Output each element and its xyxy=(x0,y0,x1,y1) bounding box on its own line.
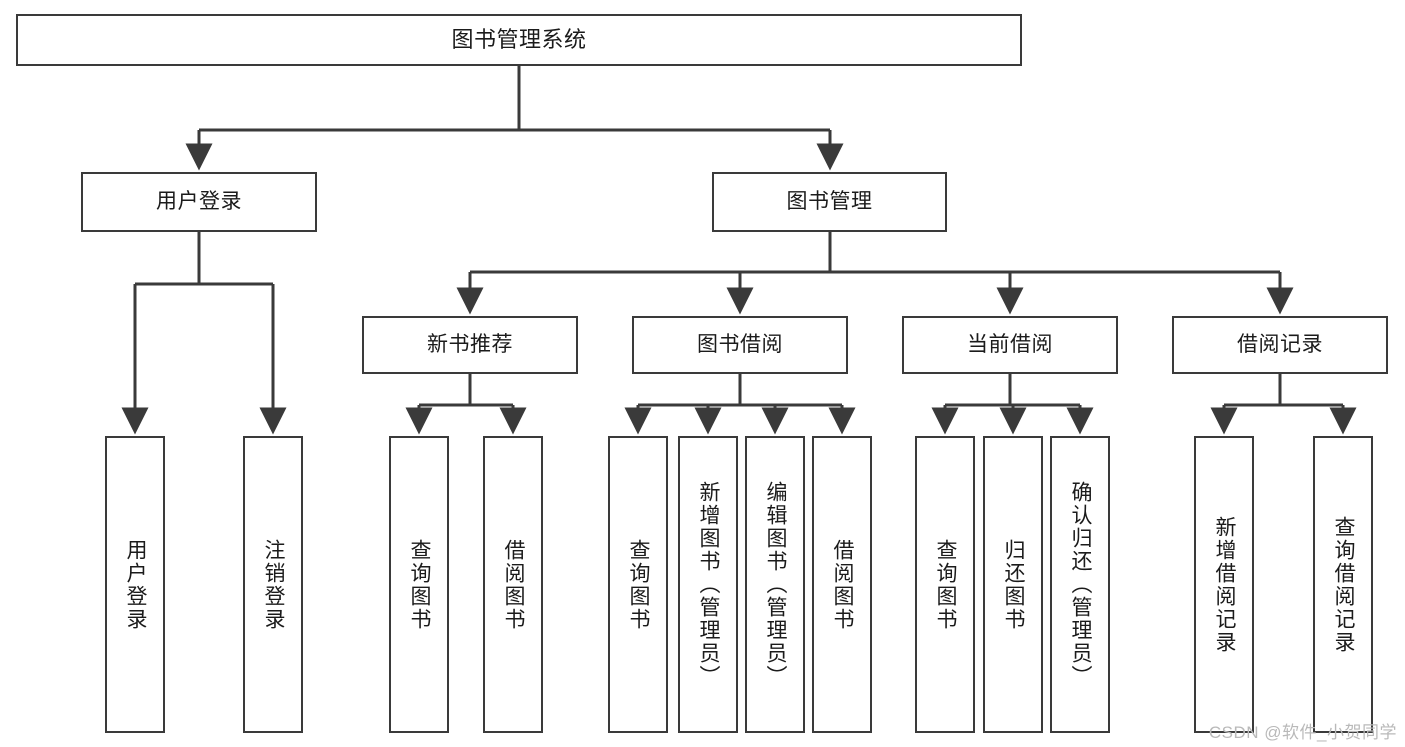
node-new-book-recommend[interactable]: 新书推荐 xyxy=(362,316,578,374)
node-leaf-edit-book-label: 编辑图书（管理员） xyxy=(764,481,788,688)
node-root[interactable]: 图书管理系统 xyxy=(16,14,1022,66)
node-user-login[interactable]: 用户登录 xyxy=(81,172,317,232)
node-leaf-user-logout[interactable]: 注销登录 xyxy=(243,436,303,733)
node-leaf-add-book-label: 新增图书（管理员） xyxy=(697,481,721,688)
node-leaf-query-record-label: 查询借阅记录 xyxy=(1332,515,1356,654)
node-book-borrow[interactable]: 图书借阅 xyxy=(632,316,848,374)
node-leaf-edit-book[interactable]: 编辑图书（管理员） xyxy=(745,436,805,733)
node-leaf-borrow-book[interactable]: 借阅图书 xyxy=(812,436,872,733)
node-book-manage[interactable]: 图书管理 xyxy=(712,172,947,232)
node-leaf-query-book-rec-label: 查询图书 xyxy=(408,538,432,631)
node-root-label: 图书管理系统 xyxy=(451,26,587,52)
node-leaf-user-login-label: 用户登录 xyxy=(124,538,148,631)
node-leaf-confirm-return[interactable]: 确认归还（管理员） xyxy=(1050,436,1110,733)
node-borrow-record-label: 借阅记录 xyxy=(1237,333,1323,357)
node-leaf-query-book-rec[interactable]: 查询图书 xyxy=(389,436,449,733)
node-leaf-query-book-borrow[interactable]: 查询图书 xyxy=(608,436,668,733)
node-current-borrow-label: 当前借阅 xyxy=(967,333,1053,357)
node-current-borrow[interactable]: 当前借阅 xyxy=(902,316,1118,374)
node-leaf-user-login[interactable]: 用户登录 xyxy=(105,436,165,733)
node-leaf-query-book-current[interactable]: 查询图书 xyxy=(915,436,975,733)
node-new-book-recommend-label: 新书推荐 xyxy=(427,333,513,357)
node-leaf-borrow-book-label: 借阅图书 xyxy=(831,538,855,631)
node-leaf-borrow-book-rec[interactable]: 借阅图书 xyxy=(483,436,543,733)
node-leaf-add-record-label: 新增借阅记录 xyxy=(1213,515,1237,654)
node-book-borrow-label: 图书借阅 xyxy=(697,333,783,357)
node-user-login-label: 用户登录 xyxy=(156,190,242,214)
node-leaf-borrow-book-rec-label: 借阅图书 xyxy=(502,538,526,631)
node-book-manage-label: 图书管理 xyxy=(786,190,873,214)
node-leaf-return-book[interactable]: 归还图书 xyxy=(983,436,1043,733)
node-leaf-query-book-current-label: 查询图书 xyxy=(934,538,958,631)
node-leaf-add-record[interactable]: 新增借阅记录 xyxy=(1194,436,1254,733)
node-leaf-add-book[interactable]: 新增图书（管理员） xyxy=(678,436,738,733)
node-leaf-query-record[interactable]: 查询借阅记录 xyxy=(1313,436,1373,733)
node-leaf-user-logout-label: 注销登录 xyxy=(262,538,286,631)
node-leaf-confirm-return-label: 确认归还（管理员） xyxy=(1069,481,1093,688)
watermark: CSDN @软件_小贺同学 xyxy=(1208,723,1397,742)
node-leaf-return-book-label: 归还图书 xyxy=(1002,538,1026,631)
node-leaf-query-book-borrow-label: 查询图书 xyxy=(627,538,651,631)
node-borrow-record[interactable]: 借阅记录 xyxy=(1172,316,1388,374)
